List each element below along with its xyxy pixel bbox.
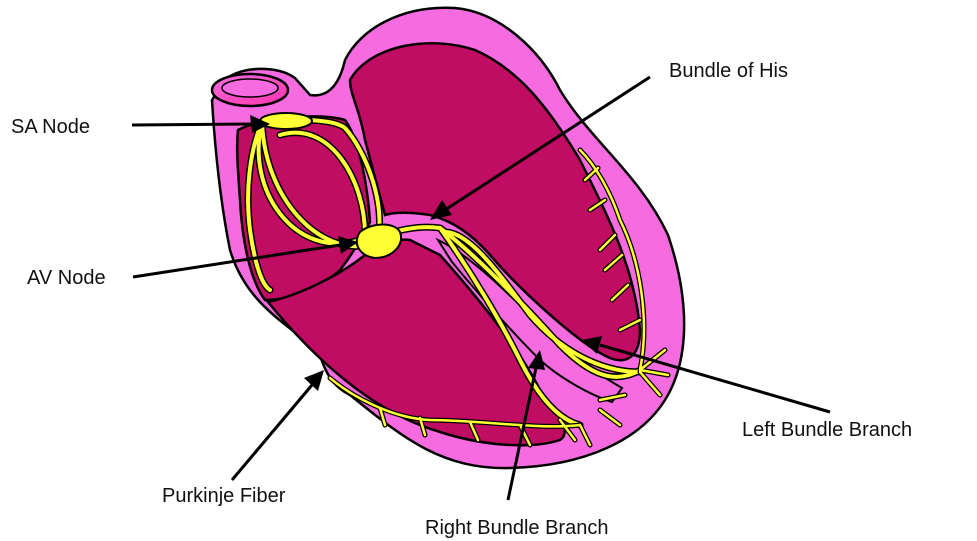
arrow-purkinje-fiber bbox=[232, 385, 312, 480]
sa-node-shape bbox=[260, 113, 312, 129]
vessel-lumen bbox=[222, 79, 278, 97]
label-sa-node: SA Node bbox=[11, 116, 90, 138]
label-av-node: AV Node bbox=[27, 267, 106, 289]
label-right-bundle-branch: Right Bundle Branch bbox=[425, 517, 608, 539]
label-bundle-of-his: Bundle of His bbox=[669, 60, 788, 82]
arrow-sa-node bbox=[132, 124, 252, 125]
label-purkinje-fiber: Purkinje Fiber bbox=[162, 485, 286, 507]
label-left-bundle-branch: Left Bundle Branch bbox=[742, 419, 912, 441]
